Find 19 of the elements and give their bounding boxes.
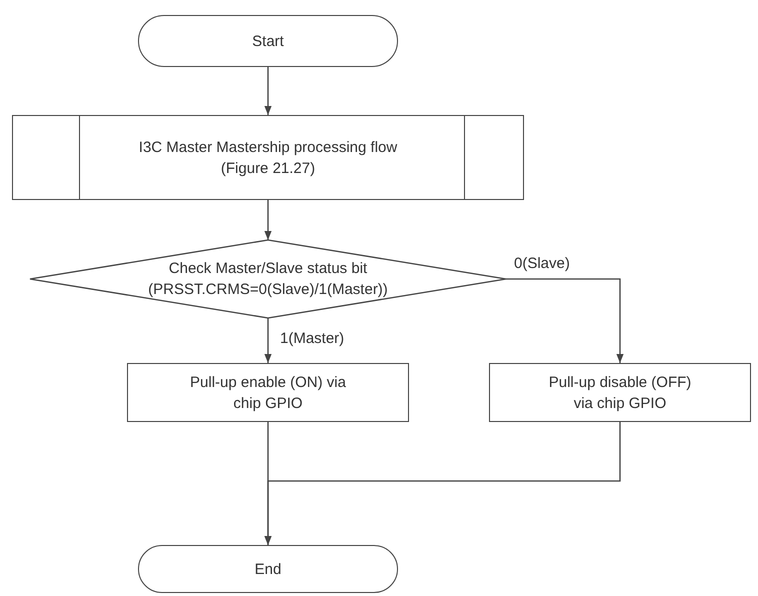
edge-label: 1(Master) bbox=[278, 330, 346, 347]
process-box bbox=[127, 363, 409, 422]
terminal-pill bbox=[138, 545, 398, 593]
node-text: I3C Master Mastership processing flow (Figure 21.27) bbox=[138, 138, 398, 178]
edge-label: 0(Slave) bbox=[512, 255, 572, 272]
subprocess-box bbox=[12, 115, 524, 200]
process-box bbox=[489, 363, 751, 422]
node-text: End bbox=[254, 560, 282, 580]
node-text: Check Master/Slave status bit (PRSST.CRMS=0(Slave)/1(Master)) bbox=[147, 259, 389, 300]
arrow bbox=[264, 318, 272, 363]
node-text: Pull-up enable (ON) via chip GPIO bbox=[189, 372, 347, 414]
arrow bbox=[506, 278, 624, 363]
node-text: Pull-up disable (OFF) via chip GPIO bbox=[548, 372, 692, 414]
node-text: Start bbox=[251, 32, 285, 52]
decision-diamond bbox=[30, 240, 506, 318]
arrow bbox=[264, 422, 621, 545]
arrow bbox=[264, 67, 272, 115]
arrow bbox=[264, 200, 272, 240]
terminal-pill bbox=[138, 15, 398, 67]
